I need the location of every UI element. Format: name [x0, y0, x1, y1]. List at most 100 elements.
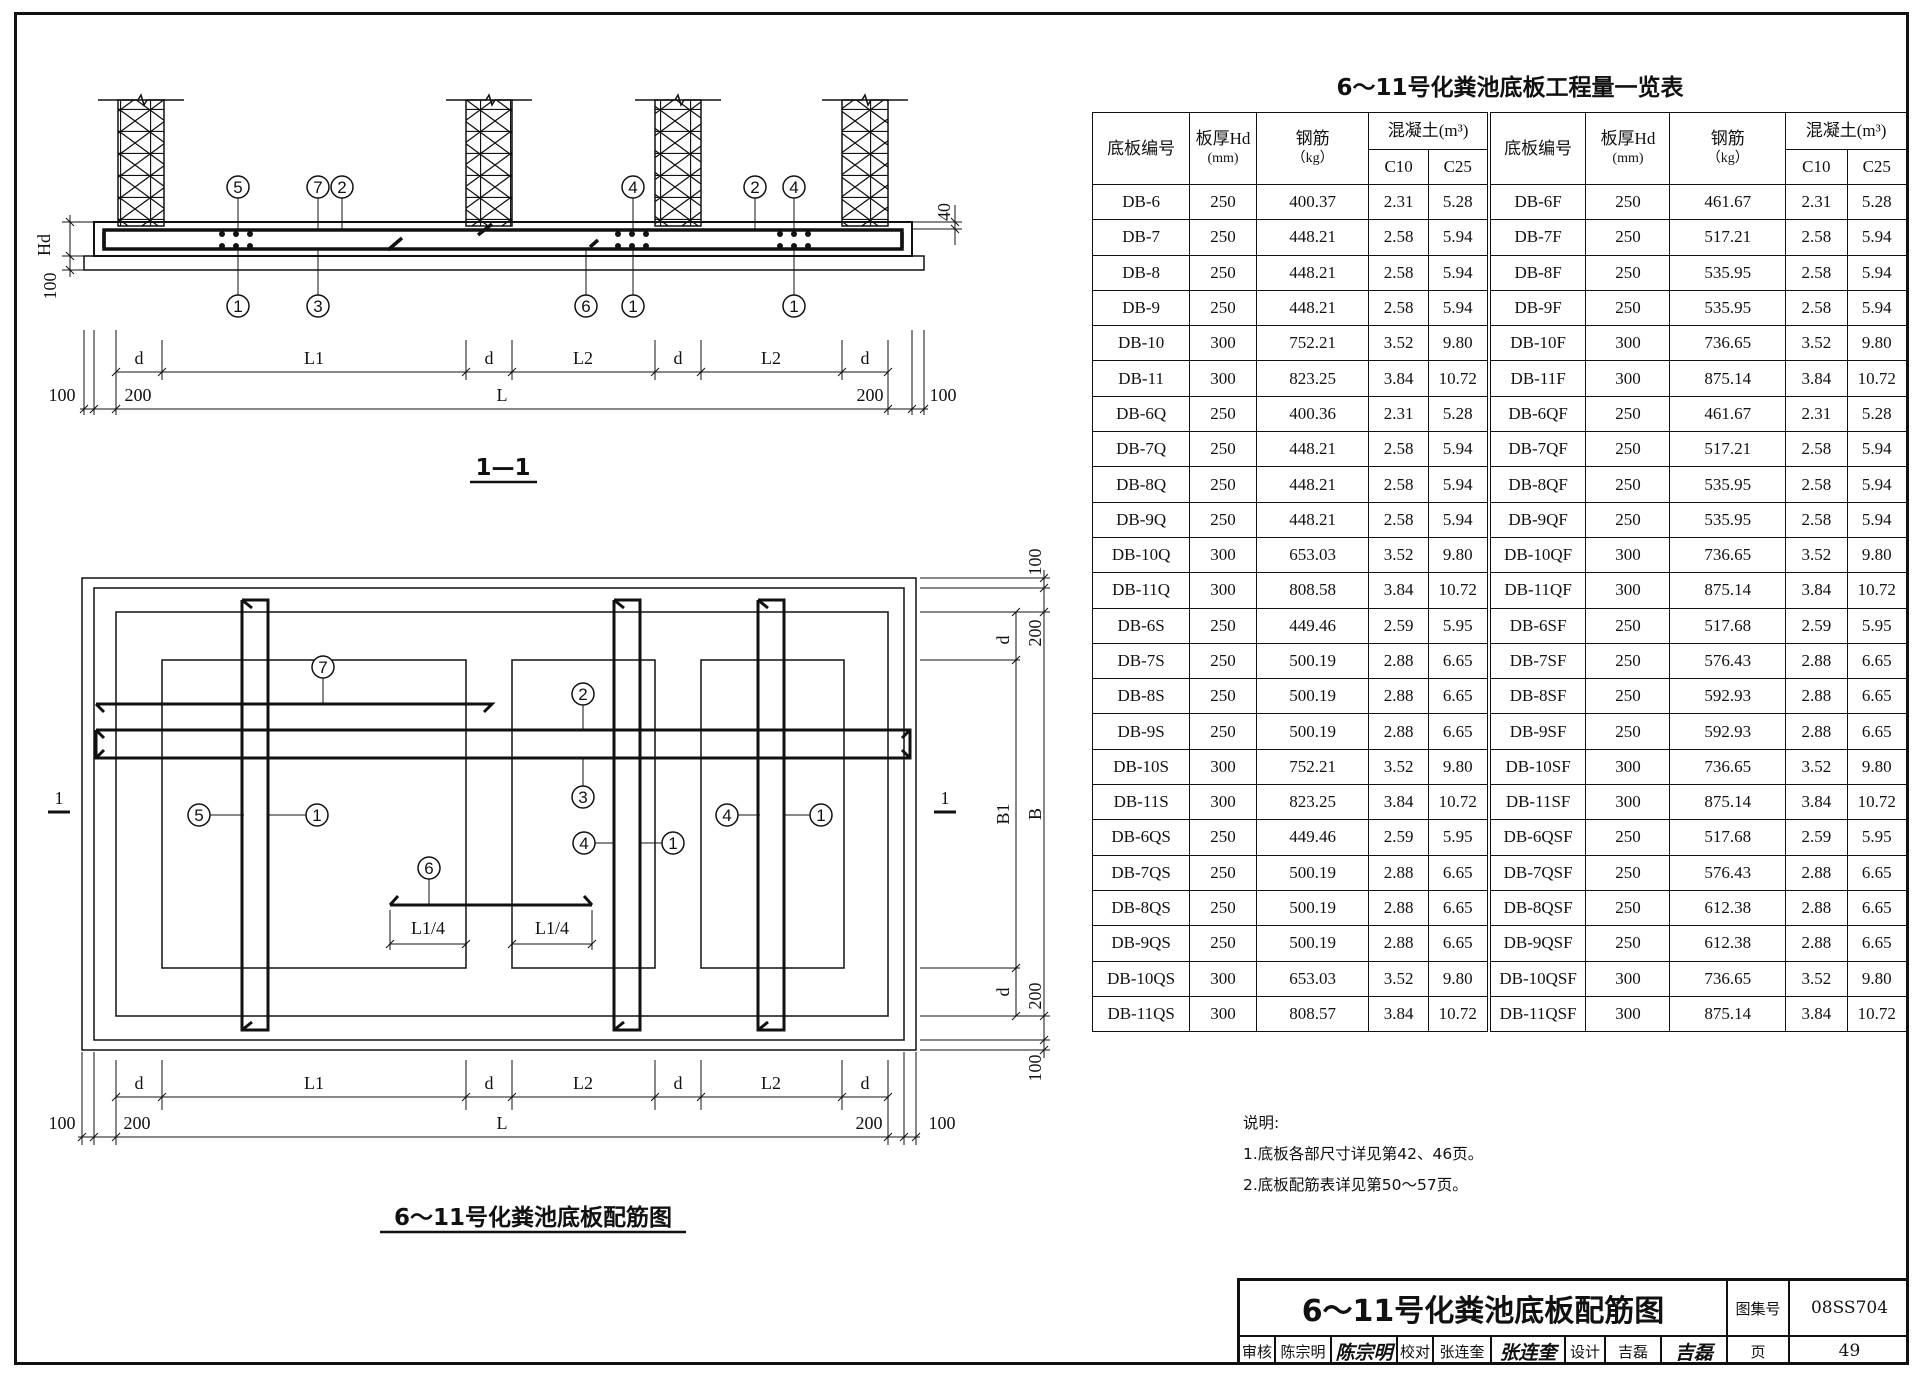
slab-outline	[93, 587, 905, 1041]
cell-rebar-kg: 823.25	[1255, 360, 1370, 397]
dim-b: B	[1025, 808, 1045, 820]
cell-board-id: DB-10SF	[1486, 748, 1587, 786]
cell-thickness: 250	[1585, 713, 1671, 750]
cell-rebar-kg: 517.21	[1669, 219, 1787, 256]
callout-1: 1	[312, 806, 321, 825]
cell-concrete-c10: 2.59	[1785, 607, 1848, 644]
cell-board-id: DB-11F	[1486, 360, 1587, 397]
dim-200: 200	[1025, 620, 1045, 647]
header-thickness: 板厚Hd(mm)	[1189, 112, 1257, 185]
dim-d: d	[861, 348, 870, 368]
plan-view	[48, 570, 1050, 1234]
cell-thickness: 250	[1585, 466, 1671, 503]
cell-rebar-kg: 875.14	[1669, 784, 1787, 821]
cell-thickness: 250	[1585, 889, 1671, 927]
dim-100: 100	[1025, 549, 1045, 576]
cell-concrete-c25: 10.72	[1427, 784, 1490, 821]
cell-board-id: DB-9QS	[1091, 925, 1191, 962]
cell-board-id: DB-11	[1091, 360, 1191, 397]
dim-d: d	[135, 1073, 144, 1093]
cell-concrete-c25: 5.95	[1427, 819, 1490, 856]
dim-l2: L2	[573, 348, 593, 368]
check-signature: 张连奎	[1492, 1337, 1566, 1365]
cell-rebar-kg: 736.65	[1669, 536, 1787, 574]
cell-thickness: 250	[1585, 819, 1671, 856]
cell-thickness: 300	[1189, 360, 1257, 397]
dim-200: 200	[1025, 983, 1045, 1010]
plan-horizontal-dims	[77, 1052, 921, 1145]
callout-7: 7	[313, 178, 322, 197]
plan-caption: 6～11号化粪池底板配筋图	[394, 1204, 672, 1231]
plan-vertical-dims	[920, 570, 1050, 1058]
cell-concrete-c10: 2.59	[1368, 819, 1429, 856]
horizontal-rebars	[94, 702, 912, 907]
cell-board-id: DB-9F	[1486, 289, 1587, 327]
cell-board-id: DB-7Q	[1091, 431, 1191, 468]
callout-1: 1	[233, 297, 242, 316]
dim-d: d	[861, 1073, 870, 1093]
cell-concrete-c25: 10.72	[1846, 360, 1908, 397]
callout-2: 2	[578, 685, 587, 704]
cell-concrete-c25: 5.28	[1427, 395, 1490, 433]
cell-rebar-kg: 653.03	[1255, 960, 1370, 997]
cell-board-id: DB-7	[1091, 219, 1191, 256]
cell-thickness: 250	[1189, 289, 1257, 327]
cell-concrete-c25: 9.80	[1846, 960, 1908, 997]
rebar-dots	[219, 231, 811, 249]
cell-concrete-c25: 9.80	[1846, 536, 1908, 574]
cell-thickness: 250	[1189, 925, 1257, 962]
header-id: 底板编号	[1486, 112, 1587, 185]
cell-concrete-c25: 9.80	[1846, 748, 1908, 786]
cell-rebar-kg: 576.43	[1669, 854, 1787, 891]
cell-rebar-kg: 752.21	[1255, 325, 1370, 362]
cell-concrete-c25: 5.28	[1427, 183, 1490, 221]
review-label: 审核	[1240, 1337, 1276, 1365]
chamber-2	[511, 659, 656, 969]
notes: 说明: 1.底板各部尺寸详见第42、46页。 2.底板配筋表详见第50～57页。	[1243, 1108, 1483, 1201]
title-block: 6～11号化粪池底板配筋图 图集号 08SS704 审核 陈宗明 陈宗明 校对 …	[1237, 1278, 1909, 1365]
cell-concrete-c25: 10.72	[1427, 995, 1490, 1033]
cell-thickness: 300	[1189, 960, 1257, 997]
callout-6: 6	[581, 297, 590, 316]
header-rebar: 钢筋（kg）	[1255, 112, 1370, 185]
cell-concrete-c25: 6.65	[1427, 889, 1490, 927]
cell-rebar-kg: 400.36	[1255, 395, 1370, 433]
cell-board-id: DB-8QSF	[1486, 889, 1587, 927]
drawing-frame	[14, 12, 1909, 1365]
cell-thickness: 250	[1189, 183, 1257, 221]
cushion-layer	[83, 255, 925, 271]
cell-rebar-kg: 461.67	[1669, 395, 1787, 433]
callout-3: 3	[313, 297, 322, 316]
cell-rebar-kg: 500.19	[1255, 678, 1370, 715]
cell-concrete-c10: 2.58	[1785, 501, 1848, 538]
vertical-dims	[62, 205, 962, 277]
cell-board-id: DB-10F	[1486, 325, 1587, 362]
header-thickness: 板厚Hd(mm)	[1585, 112, 1671, 185]
cell-board-id: DB-7S	[1091, 642, 1191, 680]
dim-quarter-l1: L1/4	[411, 918, 445, 938]
cell-rebar-kg: 448.21	[1255, 254, 1370, 291]
cell-rebar-kg: 517.68	[1669, 607, 1787, 644]
cell-concrete-c25: 5.94	[1427, 466, 1490, 503]
quantity-table: 底板编号 板厚Hd(mm) 钢筋（kg） 混凝土(m³) 底板编号 板厚Hd(m…	[1091, 112, 1908, 1033]
cell-concrete-c10: 3.52	[1368, 536, 1429, 574]
cell-board-id: DB-9Q	[1091, 501, 1191, 538]
cell-rebar-kg: 500.19	[1255, 889, 1370, 927]
cell-concrete-c25: 5.94	[1846, 501, 1908, 538]
cell-thickness: 300	[1189, 325, 1257, 362]
dim-200: 200	[856, 1113, 883, 1133]
callout-4: 4	[579, 834, 588, 853]
cell-rebar-kg: 535.95	[1669, 501, 1787, 538]
header-id: 底板编号	[1091, 112, 1191, 185]
dim-d: d	[993, 636, 1013, 645]
cell-concrete-c10: 2.59	[1785, 819, 1848, 856]
cell-thickness: 250	[1189, 501, 1257, 538]
cell-board-id: DB-6F	[1486, 183, 1587, 221]
cell-concrete-c10: 3.84	[1785, 995, 1848, 1033]
cell-concrete-c25: 6.65	[1427, 642, 1490, 680]
